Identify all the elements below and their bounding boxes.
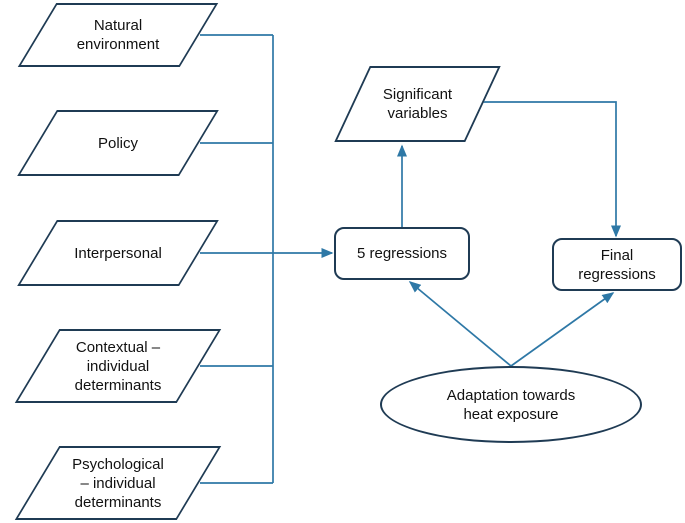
edge-significant-variables-to-final-regressions [483, 101, 621, 238]
node-significant-variables: Significant variables [334, 66, 501, 142]
node-natural-environment: Natural environment [17, 3, 219, 67]
node-contextual-individual-determinants: Contextual – individual determinants [14, 329, 222, 403]
edge-adaptation-to-final-regressions [510, 292, 615, 367]
node-final-regressions-label: Final regressions [578, 246, 656, 283]
node-policy: Policy [17, 110, 219, 176]
node-significant-variables-label: Significant variables [382, 86, 453, 122]
node-psychological-individual-determinants-label: Psychological – individual determinants [72, 455, 164, 511]
node-contextual-individual-determinants-label: Contextual – individual determinants [74, 338, 162, 394]
node-interpersonal: Interpersonal [17, 220, 219, 286]
node-interpersonal-label: Interpersonal [74, 244, 162, 262]
node-five-regressions: 5 regressions [334, 227, 470, 280]
node-five-regressions-label: 5 regressions [356, 245, 448, 262]
node-psychological-individual-determinants: Psychological – individual determinants [14, 446, 222, 520]
node-natural-environment-label: Natural environment [76, 17, 160, 53]
edge-adaptation-to-five-regressions [408, 281, 512, 367]
node-final-regressions: Final regressions [552, 238, 682, 291]
node-adaptation-heat-exposure-label: Adaptation towards heat exposure [446, 386, 576, 423]
node-adaptation-heat-exposure: Adaptation towards heat exposure [380, 366, 642, 443]
node-policy-label: Policy [97, 134, 138, 152]
